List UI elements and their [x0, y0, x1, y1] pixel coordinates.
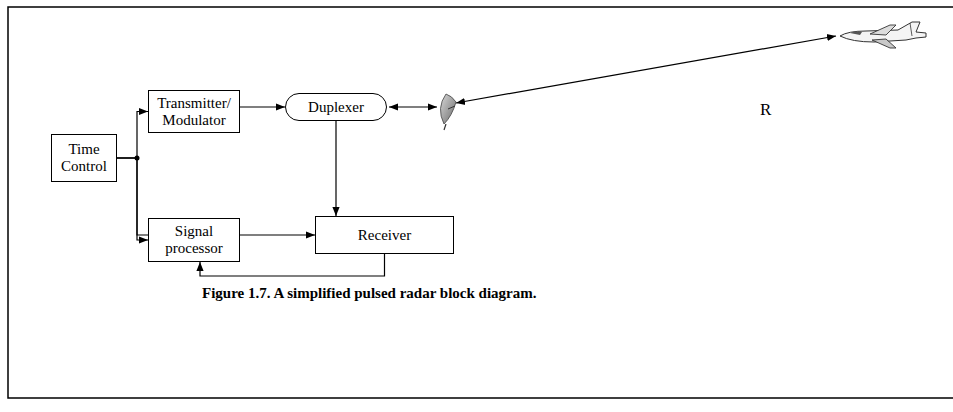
figure-caption: Figure 1.7. A simplified pulsed radar bl… [202, 285, 536, 302]
block-label: Transmitter/ Modulator [149, 95, 239, 129]
control-box: Time Control [51, 134, 117, 182]
signal-connector [335, 121, 336, 216]
duplexer-pill: Duplexer [285, 93, 387, 121]
range-line [456, 36, 836, 103]
block-label: Signal processor [149, 223, 239, 257]
block-label: Duplexer [308, 99, 364, 116]
figure-frame [8, 7, 953, 398]
signal-connector [117, 158, 148, 240]
processor-box: Signal processor [148, 218, 240, 262]
junction-dot [135, 156, 140, 161]
antenna-dish [440, 94, 456, 130]
signal-connector [117, 112, 148, 159]
range-label: R [760, 100, 771, 120]
signal-connector [240, 106, 285, 107]
aircraft [840, 22, 926, 48]
feed-line [389, 106, 437, 107]
receiver-box: Receiver [315, 216, 454, 254]
block-label: Time Control [52, 141, 116, 175]
block-label: Receiver [358, 227, 411, 244]
transmitter-box: Transmitter/ Modulator [148, 90, 240, 133]
